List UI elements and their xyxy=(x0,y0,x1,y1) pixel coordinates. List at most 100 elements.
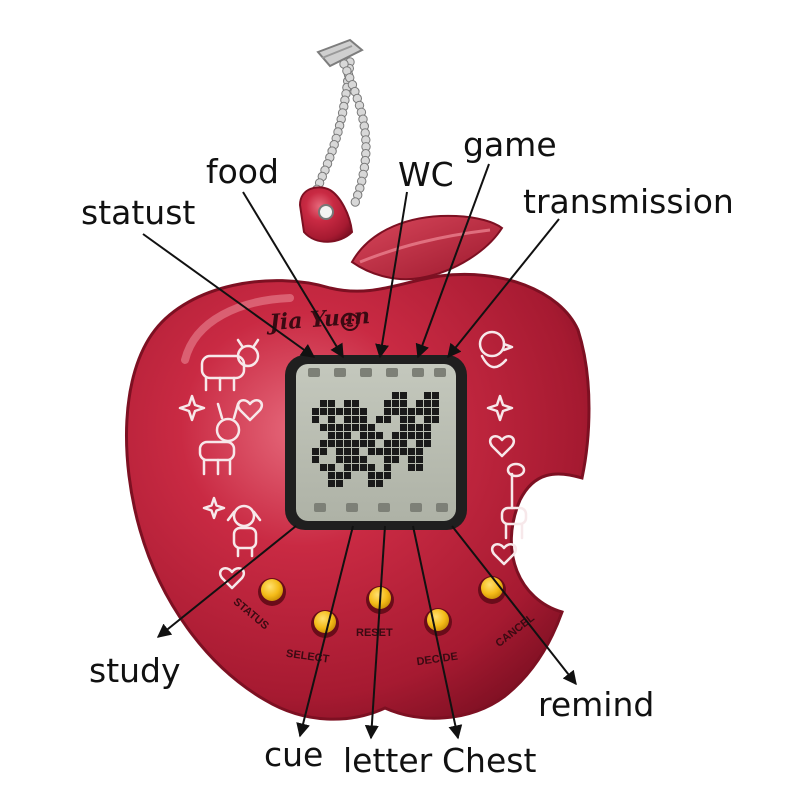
sprite-pixel xyxy=(360,424,367,431)
sprite-pixel xyxy=(408,456,415,463)
sprite-pixel xyxy=(384,400,391,407)
sprite-pixel xyxy=(368,480,375,487)
sprite-pixel xyxy=(416,432,423,439)
sprite-pixel xyxy=(392,432,399,439)
sprite-pixel xyxy=(312,456,319,463)
sparkle-icon xyxy=(486,394,514,422)
donkey-icon xyxy=(198,402,241,476)
arrow-transmission xyxy=(447,218,560,359)
callout-food: food xyxy=(206,152,279,191)
sun-icon xyxy=(341,313,359,331)
sprite-pixel xyxy=(312,408,319,415)
sparkle-icon xyxy=(202,496,226,520)
sprite-pixel xyxy=(424,392,431,399)
sprite-pixel xyxy=(320,408,327,415)
cow-icon xyxy=(200,338,260,392)
sprite-pixel xyxy=(344,456,351,463)
sprite-pixel xyxy=(328,480,335,487)
callout-remind: remind xyxy=(538,685,655,724)
lcd-bottom-icons xyxy=(314,503,448,512)
sprite-pixel xyxy=(384,448,391,455)
status-button[interactable] xyxy=(258,578,286,606)
sprite-pixel xyxy=(424,432,431,439)
sprite-pixel xyxy=(432,408,439,415)
callout-wc: WC xyxy=(398,155,454,194)
sprite-pixel xyxy=(320,400,327,407)
sprite-pixel xyxy=(400,448,407,455)
sprite-pixel xyxy=(328,464,335,471)
sprite-pixel xyxy=(384,472,391,479)
heart-icon xyxy=(488,435,516,458)
sprite-pixel xyxy=(360,464,367,471)
giraffe-icon xyxy=(500,462,528,540)
sprite-pixel xyxy=(392,392,399,399)
sprite-pixel xyxy=(352,448,359,455)
pet-sprite-icon xyxy=(312,392,439,487)
sprite-pixel xyxy=(344,400,351,407)
callout-statust: statust xyxy=(81,193,196,232)
callout-letter: letter xyxy=(343,741,433,780)
sprite-pixel xyxy=(360,456,367,463)
sprite-pixel xyxy=(352,408,359,415)
arrow-wc xyxy=(375,191,408,359)
sprite-pixel xyxy=(424,416,431,423)
sprite-pixel xyxy=(424,408,431,415)
sprite-pixel xyxy=(424,440,431,447)
sprite-pixel xyxy=(360,440,367,447)
arrow-study xyxy=(156,525,297,638)
callout-transmission: transmission xyxy=(523,182,734,221)
apple-leaf xyxy=(350,214,504,281)
sprite-pixel xyxy=(368,432,375,439)
sprite-pixel xyxy=(408,432,415,439)
heart-icon xyxy=(490,543,518,566)
sprite-pixel xyxy=(312,448,319,455)
sprite-pixel xyxy=(416,424,423,431)
sprite-pixel xyxy=(392,400,399,407)
sprite-pixel xyxy=(360,416,367,423)
sprite-pixel xyxy=(328,400,335,407)
sprite-pixel xyxy=(336,472,343,479)
sprite-pixel xyxy=(312,416,319,423)
arrow-letter xyxy=(364,525,386,740)
sprite-pixel xyxy=(432,416,439,423)
sprite-pixel xyxy=(392,440,399,447)
sprite-pixel xyxy=(408,464,415,471)
sprite-pixel xyxy=(352,416,359,423)
sprite-pixel xyxy=(376,432,383,439)
sprite-pixel xyxy=(368,472,375,479)
sprite-pixel xyxy=(344,408,351,415)
sprite-pixel xyxy=(392,456,399,463)
callout-cue: cue xyxy=(264,735,324,774)
decide-button[interactable] xyxy=(424,608,452,636)
sprite-pixel xyxy=(384,408,391,415)
sprite-pixel xyxy=(376,448,383,455)
decide-button-label: DECIDE xyxy=(416,651,459,669)
sprite-pixel xyxy=(336,408,343,415)
chick-icon xyxy=(478,330,514,369)
sprite-pixel xyxy=(416,440,423,447)
callout-arrows xyxy=(142,163,577,740)
sprite-pixel xyxy=(384,464,391,471)
heart-icon xyxy=(236,399,264,422)
callout-chest: Chest xyxy=(442,741,537,780)
sparkle-icon xyxy=(178,394,206,422)
lcd-top-icons xyxy=(308,368,446,377)
sprite-pixel xyxy=(336,440,343,447)
sprite-pixel xyxy=(408,416,415,423)
keychain-clasp xyxy=(316,38,364,68)
sprite-pixel xyxy=(320,440,327,447)
sprite-pixel xyxy=(352,424,359,431)
sprite-pixel xyxy=(424,424,431,431)
sprite-pixel xyxy=(336,456,343,463)
sprite-pixel xyxy=(408,408,415,415)
sprite-pixel xyxy=(352,456,359,463)
arrow-statust xyxy=(142,233,316,358)
keychain-chain-icon xyxy=(306,57,371,207)
arrow-remind xyxy=(451,525,577,686)
sprite-pixel xyxy=(328,416,335,423)
dog-icon xyxy=(226,504,262,558)
sprite-pixel xyxy=(432,392,439,399)
sprite-pixel xyxy=(400,424,407,431)
sprite-pixel xyxy=(424,400,431,407)
